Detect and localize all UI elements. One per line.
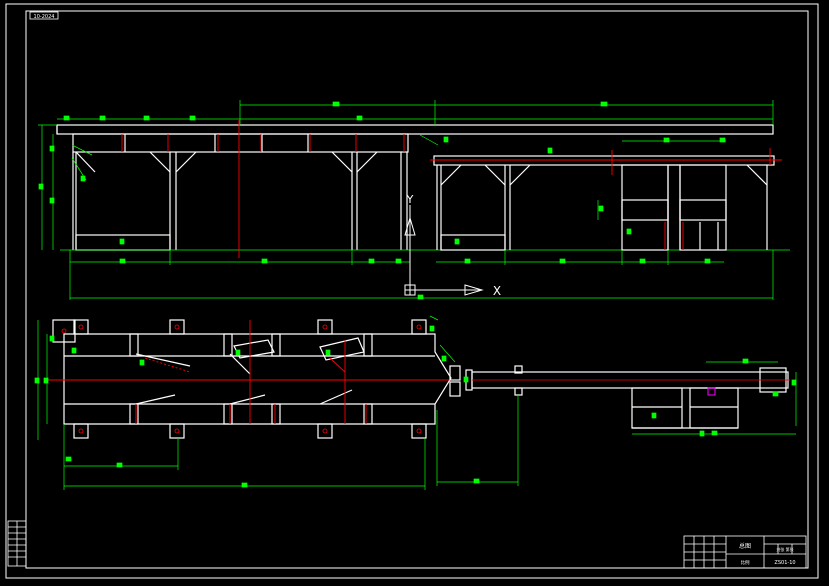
plan-centerlines: [44, 320, 450, 424]
plan-view: [34, 315, 797, 490]
right-frame: [433, 155, 775, 251]
elevation-dimensions: [38, 100, 774, 300]
left-frame: [56, 124, 790, 251]
revision-strip: [7, 520, 27, 567]
title-block-sheet: 共张 第张: [776, 546, 793, 552]
inner-border: [25, 10, 809, 569]
outer-border: [5, 3, 819, 579]
x-axis-label: X: [493, 284, 501, 298]
y-axis-label: Y: [406, 193, 414, 206]
plan-outfeed: [449, 365, 789, 429]
code-tag: 10-2024: [29, 11, 59, 20]
plan-highlight-marker: [707, 387, 716, 396]
plan-bed: [52, 319, 452, 439]
title-block-part-name: 总图: [739, 542, 751, 550]
title-block-scale: 比例: [741, 559, 750, 566]
front-elevation-view: Y X: [38, 100, 790, 300]
title-block: [683, 535, 807, 569]
ucs-axis-icon: [404, 205, 484, 296]
plan-bolts: [61, 324, 422, 434]
elevation-centerlines: [121, 120, 782, 258]
sheet-frame: [5, 3, 819, 579]
title-block-drawing-number: ZS01-10: [774, 560, 795, 566]
code-tag-text: 10-2024: [34, 14, 55, 20]
plan-dimensions: [34, 315, 797, 490]
